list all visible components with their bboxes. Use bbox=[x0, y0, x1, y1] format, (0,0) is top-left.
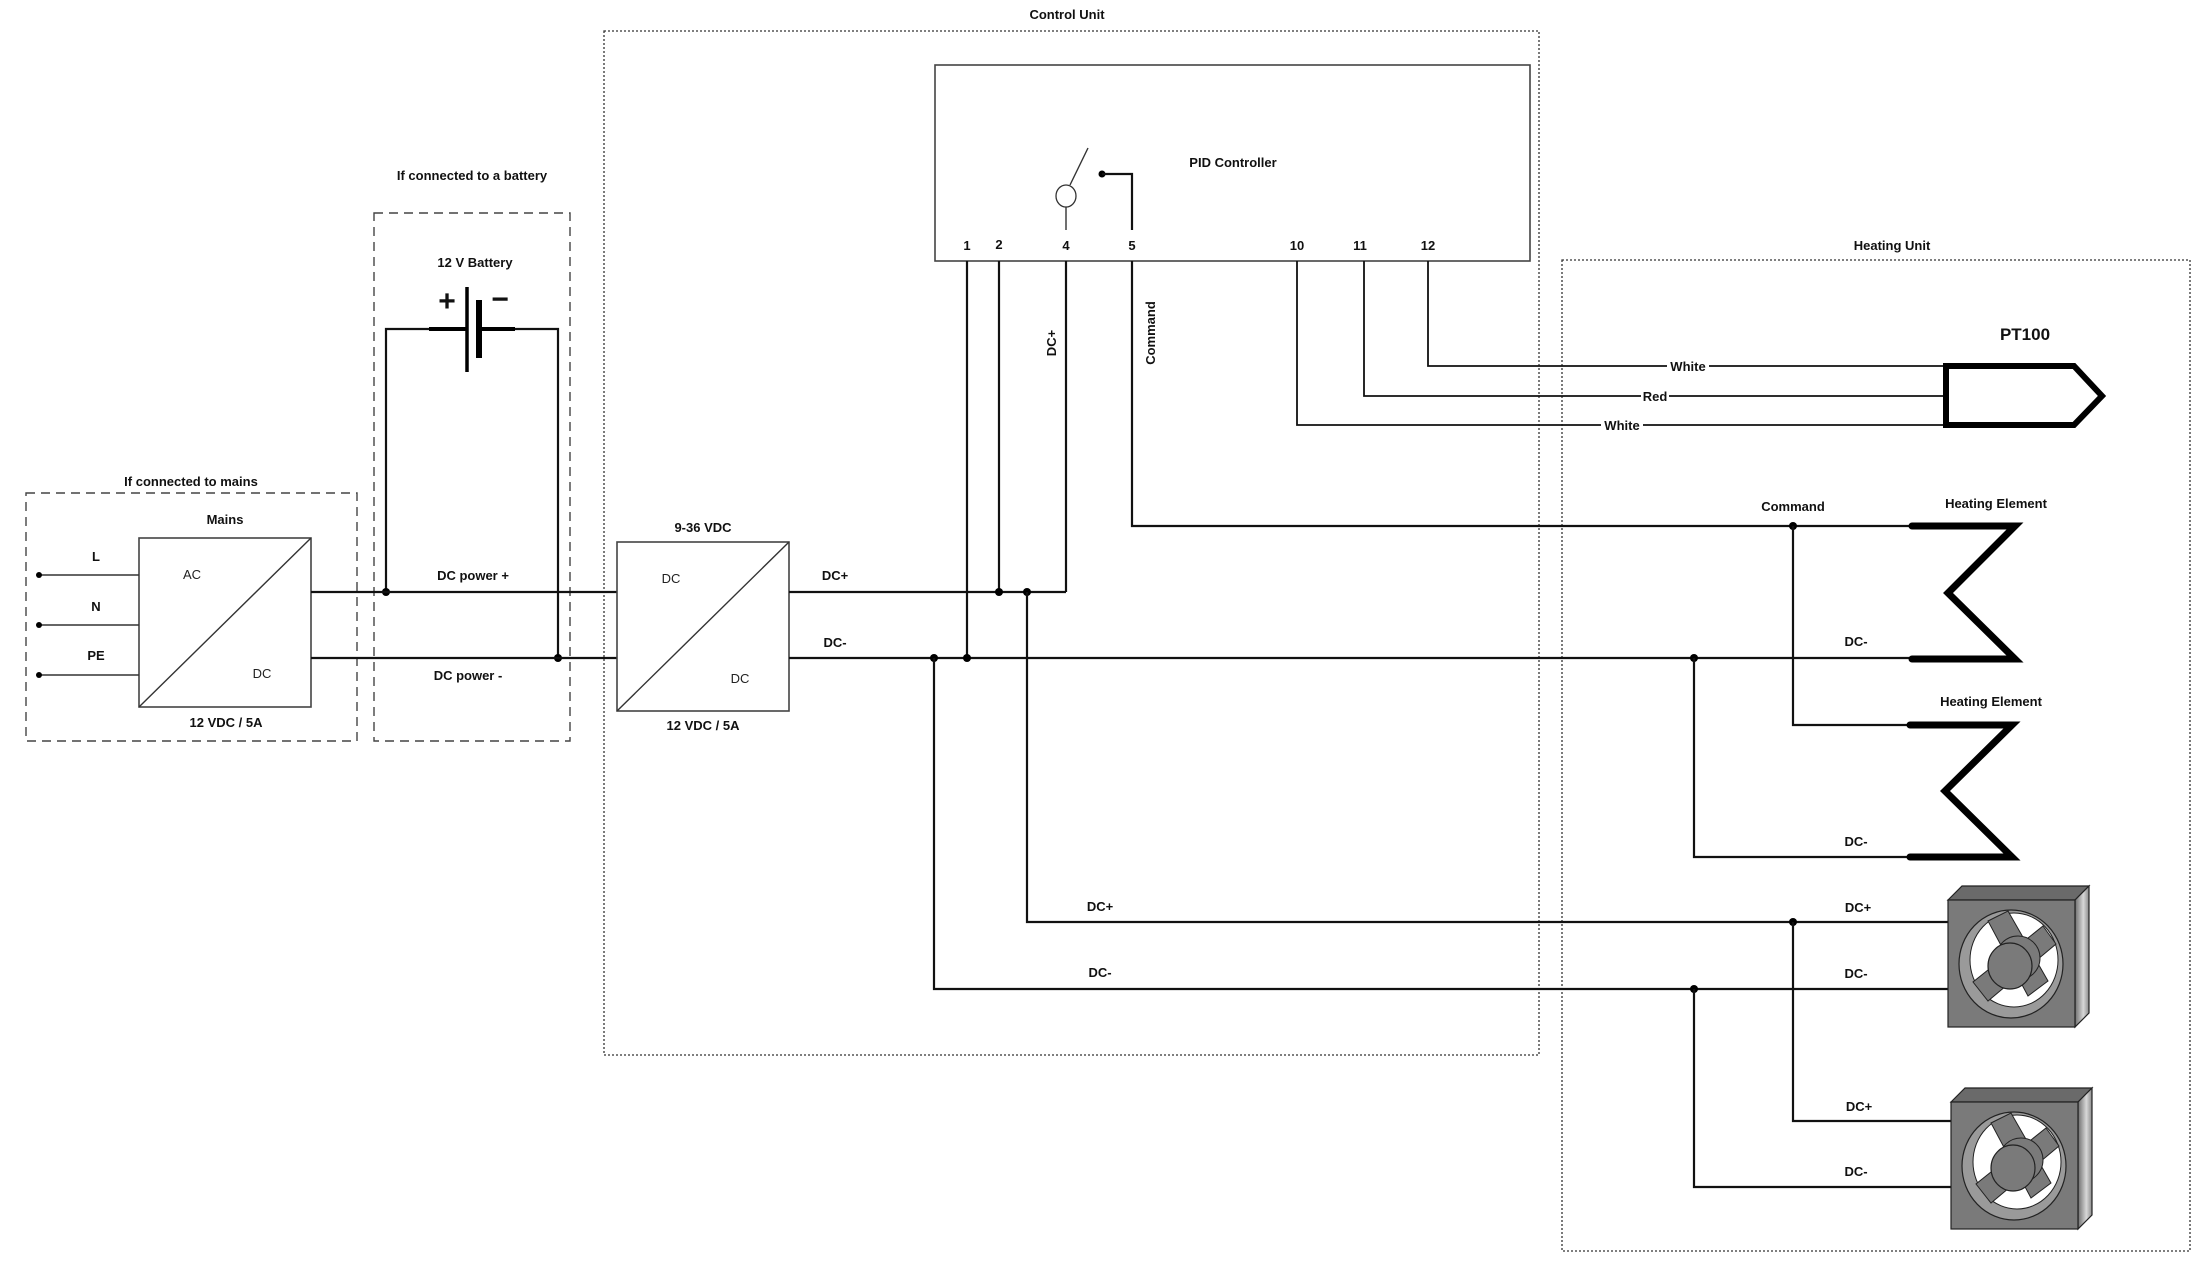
heating-unit-title: Heating Unit bbox=[1854, 238, 1931, 253]
relay-coil-icon bbox=[1055, 184, 1077, 208]
pid-terminal-1: 1 bbox=[963, 238, 970, 253]
relay-switch-arm bbox=[1069, 147, 1089, 186]
terminal-n-dot bbox=[36, 622, 42, 628]
dcdc-out-minus-label: DC- bbox=[823, 635, 846, 650]
dc-power-minus-label: DC power - bbox=[434, 668, 503, 683]
pt100-wire-label-bg-3 bbox=[1601, 417, 1643, 433]
pid-terminal-2: 2 bbox=[995, 237, 1002, 252]
pid-t1-junction bbox=[963, 654, 971, 662]
heating-element-1-icon bbox=[1908, 522, 2024, 663]
pt100-wire-10 bbox=[1296, 261, 1946, 426]
fan-plus-bus bbox=[1025, 592, 1948, 924]
dcdc-rating: 12 VDC / 5A bbox=[667, 718, 741, 733]
battery-title: 12 V Battery bbox=[437, 255, 513, 270]
pid-terminal-4: 4 bbox=[1062, 238, 1070, 253]
battery-group-title: If connected to a battery bbox=[397, 168, 548, 183]
battery-group-border bbox=[373, 212, 571, 742]
fan-2-plus-wire bbox=[1791, 922, 1951, 1123]
pid-terminal-5: 5 bbox=[1128, 238, 1135, 253]
heating-element-1-title: Heating Element bbox=[1945, 496, 2048, 511]
fan-bus-minus-label: DC- bbox=[1088, 965, 1111, 980]
command-wire bbox=[1130, 261, 1912, 528]
pt100-wire-11 bbox=[1363, 261, 1946, 397]
pt100-wire-12 bbox=[1427, 261, 1946, 367]
mains-group-title: If connected to mains bbox=[124, 474, 258, 489]
heating-unit: Heating Unit bbox=[1561, 238, 2191, 1252]
battery-plus-wire bbox=[384, 327, 429, 592]
pid-t5-wire-label: Command bbox=[1143, 301, 1158, 365]
heating-element-2-title: Heating Element bbox=[1940, 694, 2043, 709]
terminal-l-dot bbox=[36, 572, 42, 578]
pid-terminal-12: 12 bbox=[1421, 238, 1435, 253]
fan-2-minus-label: DC- bbox=[1844, 1164, 1867, 1179]
battery-minus-wire bbox=[515, 327, 560, 658]
battery-minus-sign: − bbox=[491, 283, 509, 316]
battery-plus-sign: + bbox=[438, 285, 456, 318]
heater-2-minus-wire bbox=[1692, 658, 1910, 859]
mains-psu-title: Mains bbox=[207, 512, 244, 527]
pt100-wire-label-2: Red bbox=[1643, 389, 1668, 404]
terminal-n-label: N bbox=[91, 599, 100, 614]
dcdc-input-rating: 9-36 VDC bbox=[674, 520, 732, 535]
dcdc-out-plus-label: DC+ bbox=[822, 568, 849, 583]
mains-group-border bbox=[25, 492, 358, 742]
relay-contact-lead bbox=[1102, 172, 1134, 230]
dcdc-input-label: DC bbox=[662, 571, 681, 586]
fan-2-minus-wire bbox=[1692, 989, 1951, 1189]
fan-1: DC+ DC- bbox=[1844, 885, 2090, 1028]
heating-element-1: Heating Element DC- bbox=[1844, 496, 2048, 663]
pid-t4-wire-label: DC+ bbox=[1044, 329, 1059, 356]
pid-controller: PID Controller 1 2 4 5 10 11 12 bbox=[934, 64, 1531, 262]
mains-psu-input-label: AC bbox=[183, 567, 201, 582]
control-unit-title: Control Unit bbox=[1029, 7, 1105, 22]
dc-power-plus-label: DC power + bbox=[437, 568, 509, 583]
mains-psu-output-label: DC bbox=[253, 666, 272, 681]
dcdc-converter: 9-36 VDC DC DC 12 VDC / 5A DC+ DC- bbox=[616, 520, 849, 733]
pt100-wire-label-bg-2 bbox=[1641, 388, 1669, 404]
fan-2-icon bbox=[1950, 1087, 2093, 1230]
heating-element-2-out-label: DC- bbox=[1844, 834, 1867, 849]
heating-element-1-in-label: Command bbox=[1761, 499, 1825, 514]
heating-element-2-icon bbox=[1906, 721, 2021, 861]
mains-psu-divider bbox=[138, 537, 312, 708]
dcdc-output-label: DC bbox=[731, 671, 750, 686]
heating-element-2: Heating Element DC- bbox=[1844, 694, 2043, 861]
pid-controller-box bbox=[934, 64, 1531, 262]
terminal-pe-label: PE bbox=[87, 648, 105, 663]
pt100-wire-label-1: White bbox=[1670, 359, 1705, 374]
pt100-wire-label-3: White bbox=[1604, 418, 1639, 433]
pid-terminal-10: 10 bbox=[1290, 238, 1304, 253]
fan-1-icon bbox=[1947, 885, 2090, 1028]
pid-controller-title: PID Controller bbox=[1189, 155, 1276, 170]
battery: 12 V Battery + − bbox=[382, 255, 562, 662]
fan-1-plus-label: DC+ bbox=[1845, 900, 1872, 915]
fan-2: DC+ DC- bbox=[1844, 1087, 2093, 1230]
fan-bus-plus-label: DC+ bbox=[1087, 899, 1114, 914]
mains-group: If connected to mains bbox=[25, 474, 358, 742]
terminal-l-label: L bbox=[92, 549, 100, 564]
dcdc-divider bbox=[616, 541, 790, 712]
command-branch-wire bbox=[1791, 526, 1910, 727]
control-unit-border bbox=[603, 30, 1540, 1056]
fan-minus-bus bbox=[932, 658, 1948, 991]
battery-group: If connected to a battery bbox=[373, 168, 571, 742]
pid-t2-junction bbox=[995, 588, 1003, 596]
heating-unit-border bbox=[1561, 259, 2191, 1252]
mains-psu: Mains AC DC 12 VDC / 5A L N PE bbox=[36, 512, 312, 730]
control-unit: Control Unit bbox=[603, 7, 1540, 1056]
terminal-pe-dot bbox=[36, 672, 42, 678]
pt100-probe-icon bbox=[1943, 363, 2107, 428]
pid-terminal-11: 11 bbox=[1353, 238, 1367, 253]
pt100-wire-label-bg-1 bbox=[1667, 358, 1709, 374]
mains-psu-rating: 12 VDC / 5A bbox=[190, 715, 264, 730]
pt100-sensor: PT100 bbox=[1943, 325, 2107, 428]
fan-2-plus-label: DC+ bbox=[1846, 1099, 1873, 1114]
fan-1-minus-label: DC- bbox=[1844, 966, 1867, 981]
heating-element-1-out-label: DC- bbox=[1844, 634, 1867, 649]
pt100-title: PT100 bbox=[2000, 325, 2050, 344]
